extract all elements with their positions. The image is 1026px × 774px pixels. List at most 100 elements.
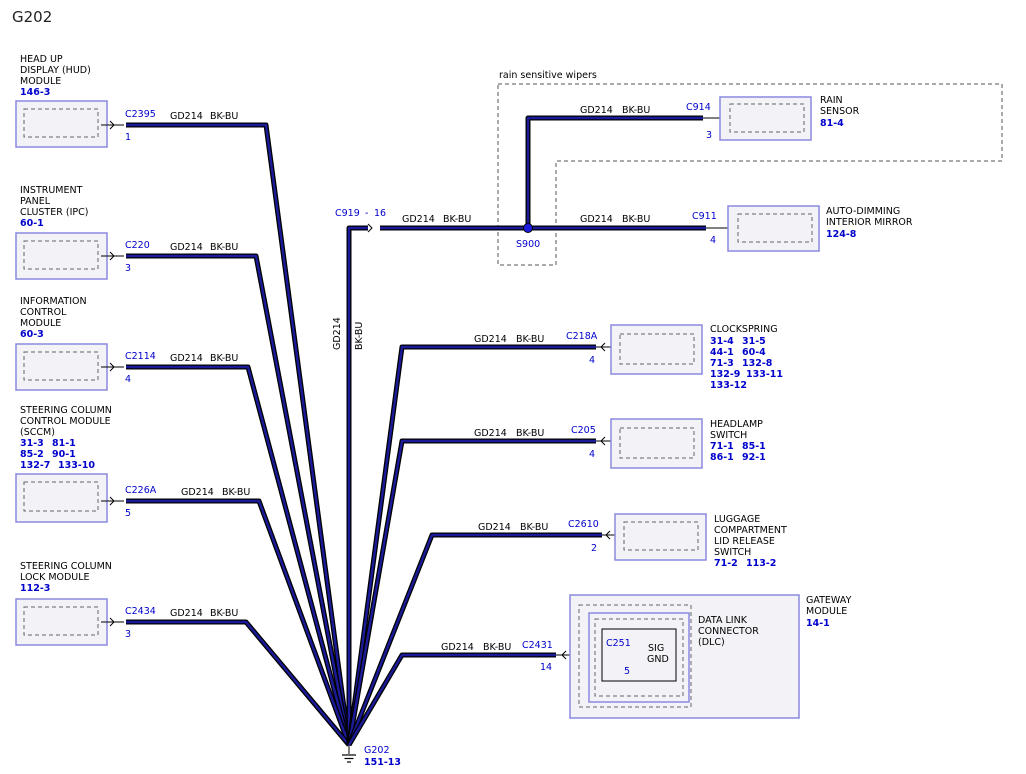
- module-name: CLOCKSPRING: [710, 324, 778, 335]
- module-name: COMPARTMENT: [714, 525, 787, 536]
- module-ref: 92-1: [742, 452, 766, 463]
- module-name: CLUSTER (IPC): [20, 207, 88, 218]
- inline-arrow-icon: [367, 223, 373, 233]
- pin-arrow-icon: [109, 362, 115, 372]
- wire-id: GD214: [170, 608, 203, 619]
- dlc-name: CONNECTOR: [698, 626, 759, 637]
- module-name: PANEL: [20, 196, 51, 207]
- module-name: SENSOR: [820, 106, 860, 117]
- module-sccm[interactable]: STEERING COLUMN CONTROL MODULE (SCCM) 31…: [15, 405, 250, 523]
- module-inner-box: [619, 333, 695, 365]
- wire-color: BK-BU: [210, 111, 238, 122]
- module-name: MODULE: [20, 318, 61, 329]
- module-box: [614, 513, 707, 561]
- module-luggage[interactable]: GD214 BK-BU C2610 2 LUGGAGE COMPARTMENT …: [478, 513, 787, 569]
- splice-label: S900: [516, 239, 540, 250]
- module-ref: 146-3: [20, 87, 50, 98]
- module-box: [15, 232, 108, 280]
- module-name: RAIN: [820, 95, 843, 106]
- module-mirror[interactable]: GD214 BK-BU C911 4 AUTO-DIMMING INTERIOR…: [580, 205, 913, 252]
- splice-s900[interactable]: S900: [516, 223, 540, 251]
- connector-label: C2114: [125, 351, 156, 362]
- dlc-connector[interactable]: C251 5 SIG GND DATA LINK CONNECTOR (DLC): [588, 612, 759, 703]
- module-ref: 86-1: [710, 452, 734, 463]
- module-name: INTERIOR MIRROR: [826, 217, 913, 228]
- module-sclm[interactable]: STEERING COLUMN LOCK MODULE 112-3 C2434 …: [15, 561, 238, 646]
- pin-arrow-icon: [561, 650, 567, 660]
- module-name: DISPLAY (HUD): [20, 65, 91, 76]
- module-ref: 81-4: [820, 118, 844, 129]
- wire-id: GD214: [580, 105, 613, 116]
- module-ref: 71-2: [714, 558, 738, 569]
- connector-label: C226A: [125, 485, 157, 496]
- wire-id: GD214: [170, 242, 203, 253]
- module-inner-box: [729, 103, 805, 133]
- pin-arrow-icon: [605, 530, 611, 540]
- connector-label: C2395: [125, 109, 156, 120]
- ground-ref: 151-13: [364, 757, 401, 768]
- wire-color: BK-BU: [483, 642, 511, 653]
- wire-luggage: [346, 532, 602, 746]
- wire-id: GD214: [402, 214, 435, 225]
- wire-color: BK-BU: [516, 428, 544, 439]
- pin-number: 1: [125, 132, 131, 143]
- module-box: [15, 343, 108, 391]
- module-name: MODULE: [20, 76, 61, 87]
- pin-number: 14: [540, 662, 552, 673]
- wire-sclm: [126, 619, 351, 747]
- wire-color: BK-BU: [622, 105, 650, 116]
- module-name: CONTROL MODULE: [20, 416, 111, 427]
- wire-bundle: [126, 115, 706, 747]
- ground-g202[interactable]: G202 151-13: [342, 745, 401, 768]
- pin-arrow-icon: [109, 120, 115, 130]
- module-ref: 124-8: [826, 229, 857, 240]
- pin-number: 3: [706, 130, 712, 141]
- inline-connector-c919[interactable]: C919 - 16 GD214 BK-BU: [335, 208, 471, 233]
- rain-wipers-region: [497, 83, 1003, 266]
- pin-arrow-icon: [109, 496, 115, 506]
- module-name: LOCK MODULE: [20, 572, 90, 583]
- connector-label: C2610: [568, 519, 599, 530]
- wire-headlamp: [346, 438, 596, 746]
- pin-number: 4: [589, 355, 595, 366]
- module-inner-box: [578, 604, 692, 708]
- module-ref: 81-1: [52, 438, 76, 449]
- wire-id: GD214: [170, 111, 203, 122]
- module-name: (SCCM): [20, 427, 55, 438]
- module-box: [15, 598, 108, 646]
- module-ref: 31-5: [742, 336, 766, 347]
- module-inner-box: [23, 108, 99, 138]
- connector-separator: -: [365, 208, 368, 219]
- module-rain[interactable]: GD214 BK-BU C914 3 RAIN SENSOR 81-4: [580, 95, 860, 141]
- module-inner-box: [23, 351, 99, 381]
- module-ref: 133-11: [746, 369, 783, 380]
- module-name: AUTO-DIMMING: [826, 206, 900, 217]
- module-clock[interactable]: GD214 BK-BU C218A 4 CLOCKSPRING 31-4 31-…: [474, 324, 783, 391]
- wire-id: GD214: [474, 428, 507, 439]
- module-name: LUGGAGE: [714, 514, 760, 525]
- module-ref: 85-2: [20, 449, 44, 460]
- module-ref: 133-12: [710, 380, 747, 391]
- module-headlamp[interactable]: GD214 BK-BU C205 4 HEADLAMP SWITCH 71-1 …: [474, 418, 766, 469]
- module-inner-box: [23, 606, 99, 636]
- module-ref: 132-7: [20, 460, 50, 471]
- module-ref: 14-1: [806, 618, 830, 629]
- module-ipc[interactable]: INSTRUMENT PANEL CLUSTER (IPC) 60-1 C220…: [15, 185, 238, 280]
- module-name: GATEWAY: [806, 595, 852, 606]
- wire-color: BK-BU: [210, 242, 238, 253]
- module-inner-box: [23, 240, 99, 270]
- trunk-label: GD214 BK-BU: [332, 317, 365, 350]
- ground-icon: [342, 754, 356, 763]
- pin-arrow-icon: [600, 342, 606, 352]
- connector-label: C218A: [566, 331, 598, 342]
- diagram-title: G202: [12, 8, 52, 26]
- module-name: SWITCH: [714, 547, 751, 558]
- module-icm[interactable]: INFORMATION CONTROL MODULE 60-3 C2114 4 …: [15, 296, 238, 391]
- pin-arrow-icon: [109, 251, 115, 261]
- dlc-inner-box: [594, 618, 684, 697]
- connector-label: C205: [571, 425, 596, 436]
- module-hud[interactable]: HEAD UP DISPLAY (HUD) MODULE 146-3 C2395…: [15, 54, 238, 148]
- wire-id: GD214: [580, 214, 613, 225]
- wire-id: GD214: [441, 642, 474, 653]
